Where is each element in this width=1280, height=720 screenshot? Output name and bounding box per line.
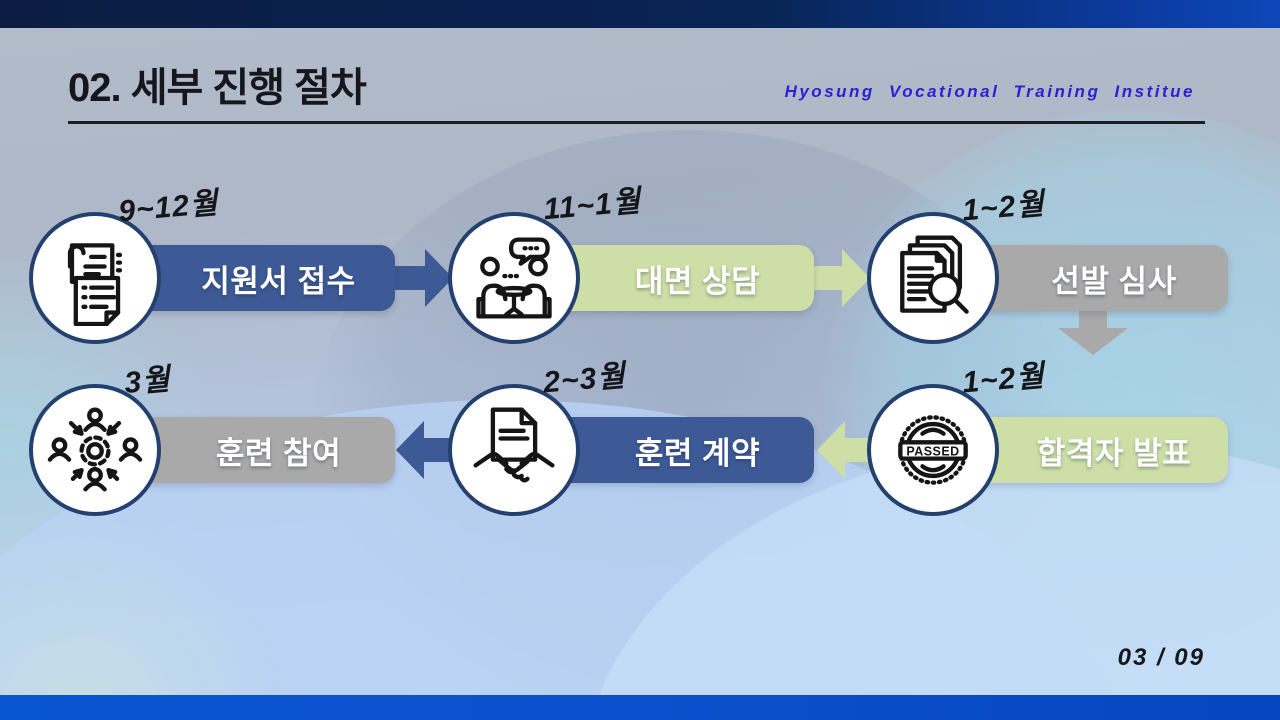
period-label: 11~1월 <box>542 184 643 227</box>
application-form-icon <box>67 243 123 326</box>
step-icon-circle <box>29 384 161 516</box>
slide-title: 02. 세부 진행 절차 <box>68 66 367 110</box>
step-icon-circle <box>29 212 161 344</box>
top-accent-bar <box>0 0 1280 28</box>
institute-name: Hyosung Vocational Training Institue <box>784 82 1195 101</box>
step-icon-circle <box>448 212 580 344</box>
step-icon-circle <box>448 384 580 516</box>
title-underline <box>68 121 1205 124</box>
passed-stamp-icon: PASSED <box>898 415 968 485</box>
step-label: 훈련 계약 <box>634 435 761 471</box>
training-participation-icon <box>47 407 143 492</box>
step-label: 합격자 발표 <box>1036 435 1192 471</box>
step-label: 지원서 접수 <box>201 263 356 299</box>
arrow-right-icon <box>391 249 453 307</box>
screening-review-icon <box>900 235 969 314</box>
period-label: 2~3월 <box>542 359 628 400</box>
step-label: 대면 상담 <box>634 263 761 299</box>
arrow-right-icon <box>808 249 870 307</box>
arrow-left-icon <box>396 421 458 479</box>
bottom-accent-bar <box>0 695 1280 720</box>
period-label: 1~2월 <box>961 187 1047 228</box>
step-icon-circle: PASSED <box>867 384 999 516</box>
page-number: 03 / 09 <box>1117 644 1205 671</box>
step-label: 선발 심사 <box>1051 263 1177 299</box>
face-to-face-consultation-icon <box>476 237 552 319</box>
period-label: 9~12월 <box>117 186 220 229</box>
passed-stamp-text: PASSED <box>906 444 959 458</box>
period-label: 3월 <box>122 363 172 400</box>
period-label: 1~2월 <box>961 359 1047 400</box>
arrow-down-icon <box>1058 308 1128 355</box>
step-label: 훈련 참여 <box>215 435 342 471</box>
arrow-left-icon <box>817 421 879 479</box>
step-icon-circle <box>867 212 999 344</box>
training-contract-icon <box>473 407 555 483</box>
